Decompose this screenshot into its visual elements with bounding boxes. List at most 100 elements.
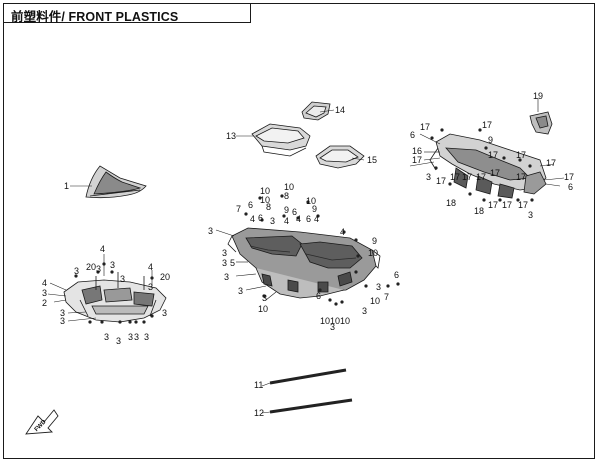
left-frame-assembly[interactable]: [63, 272, 167, 323]
callout-17: 17: [488, 200, 498, 210]
callout-4: 4: [296, 214, 301, 224]
callout-17: 17: [518, 200, 528, 210]
diagram-title: 前塑料件/ FRONT PLASTICS: [11, 10, 179, 24]
callout-3: 3: [162, 308, 167, 318]
callout-3: 3: [330, 322, 335, 332]
callout-4: 4: [148, 262, 153, 272]
callout-4: 4: [284, 216, 289, 226]
callout-10: 10: [330, 316, 340, 326]
callout-18: 18: [474, 206, 484, 216]
part-14-small-cover[interactable]: [301, 101, 331, 121]
callout-3: 3: [528, 210, 533, 220]
callout-4: 4: [340, 227, 345, 237]
part-13-upper-cover[interactable]: [251, 123, 311, 157]
callout-17: 17: [516, 172, 526, 182]
callout-4: 4: [250, 214, 255, 224]
callout-17: 17: [462, 172, 472, 182]
callout-12: 12: [254, 408, 264, 418]
callout-3: 3: [148, 282, 153, 292]
callout-8: 8: [284, 191, 289, 201]
callout-10: 10: [340, 316, 350, 326]
callout-11: 11: [254, 380, 263, 390]
callout-17: 17: [420, 122, 430, 132]
callout-15: 15: [367, 155, 377, 165]
callout-3: 3: [262, 293, 267, 303]
callout-10: 10: [370, 296, 380, 306]
title-block: 前塑料件/ FRONT PLASTICS: [3, 3, 251, 24]
callout-3: 3: [110, 260, 115, 270]
callout-3: 3: [104, 332, 109, 342]
main-front-body[interactable]: [227, 227, 381, 299]
callout-17: 17: [516, 150, 526, 160]
callout-3: 3: [238, 286, 243, 296]
callout-10: 10: [260, 195, 270, 205]
callout-8: 8: [266, 202, 271, 212]
callout-7: 7: [384, 292, 389, 302]
callout-6: 6: [258, 213, 263, 223]
callout-17: 17: [502, 200, 512, 210]
callout-17: 17: [546, 158, 556, 168]
callout-6: 6: [292, 207, 297, 217]
drawing-frame: [3, 3, 595, 459]
part-19-bracket[interactable]: [529, 111, 553, 135]
callout-3: 3: [128, 332, 133, 342]
callout-7: 7: [236, 204, 241, 214]
callout-6: 6: [248, 200, 253, 210]
callout-3: 3: [362, 306, 367, 316]
callout-17: 17: [412, 155, 422, 165]
callout-3: 3: [376, 282, 381, 292]
callout-3: 3: [96, 264, 101, 274]
callout-13: 13: [226, 131, 236, 141]
callout-14: 14: [335, 105, 345, 115]
callout-16: 16: [412, 146, 422, 156]
callout-6: 6: [410, 130, 415, 140]
callout-3: 3: [270, 216, 275, 226]
callout-3: 3: [144, 332, 149, 342]
callout-17: 17: [564, 172, 574, 182]
callout-4: 4: [314, 214, 319, 224]
callout-9: 9: [372, 236, 377, 246]
callout-3: 3: [222, 248, 227, 258]
callout-3: 3: [426, 172, 431, 182]
callout-3: 3: [116, 336, 121, 346]
callout-6: 6: [316, 291, 321, 301]
callout-10: 10: [368, 248, 378, 258]
callout-20: 20: [86, 262, 96, 272]
forward-arrow-icon: [25, 409, 59, 435]
leader-lines: [47, 98, 565, 414]
part-12-rod[interactable]: [269, 398, 353, 414]
callout-3: 3: [120, 274, 125, 284]
callout-17: 17: [450, 172, 460, 182]
part-1-nose-cover[interactable]: [85, 165, 147, 199]
callout-6: 6: [568, 182, 573, 192]
callout-4: 4: [42, 278, 47, 288]
callout-5: 5: [230, 258, 235, 268]
callout-3: 3: [42, 288, 47, 298]
callout-9: 9: [488, 135, 493, 145]
callout-17: 17: [488, 150, 498, 160]
callout-10: 10: [284, 182, 294, 192]
callout-3: 3: [60, 316, 65, 326]
callout-3: 3: [134, 332, 139, 342]
callout-10: 10: [306, 196, 316, 206]
callout-9: 9: [312, 204, 317, 214]
callout-10: 10: [258, 304, 268, 314]
callout-17: 17: [482, 120, 492, 130]
part-15-side-cover[interactable]: [315, 145, 365, 169]
callout-3: 3: [74, 266, 79, 276]
callout-3: 3: [208, 226, 213, 236]
callout-10: 10: [260, 186, 270, 196]
callout-3: 3: [222, 258, 227, 268]
callout-labels: 1 13 14 15 19 11 12 10 10 10 8 10 9 7 6 …: [34, 91, 574, 433]
callout-20: 20: [160, 272, 170, 282]
right-bracket-assembly[interactable]: [429, 133, 547, 199]
callout-4: 4: [100, 244, 105, 254]
callout-2: 2: [42, 298, 47, 308]
callout-1: 1: [64, 181, 69, 191]
callout-3: 3: [60, 308, 65, 318]
part-11-rod[interactable]: [269, 368, 347, 385]
callout-18: 18: [446, 198, 456, 208]
callout-9: 9: [284, 205, 289, 215]
